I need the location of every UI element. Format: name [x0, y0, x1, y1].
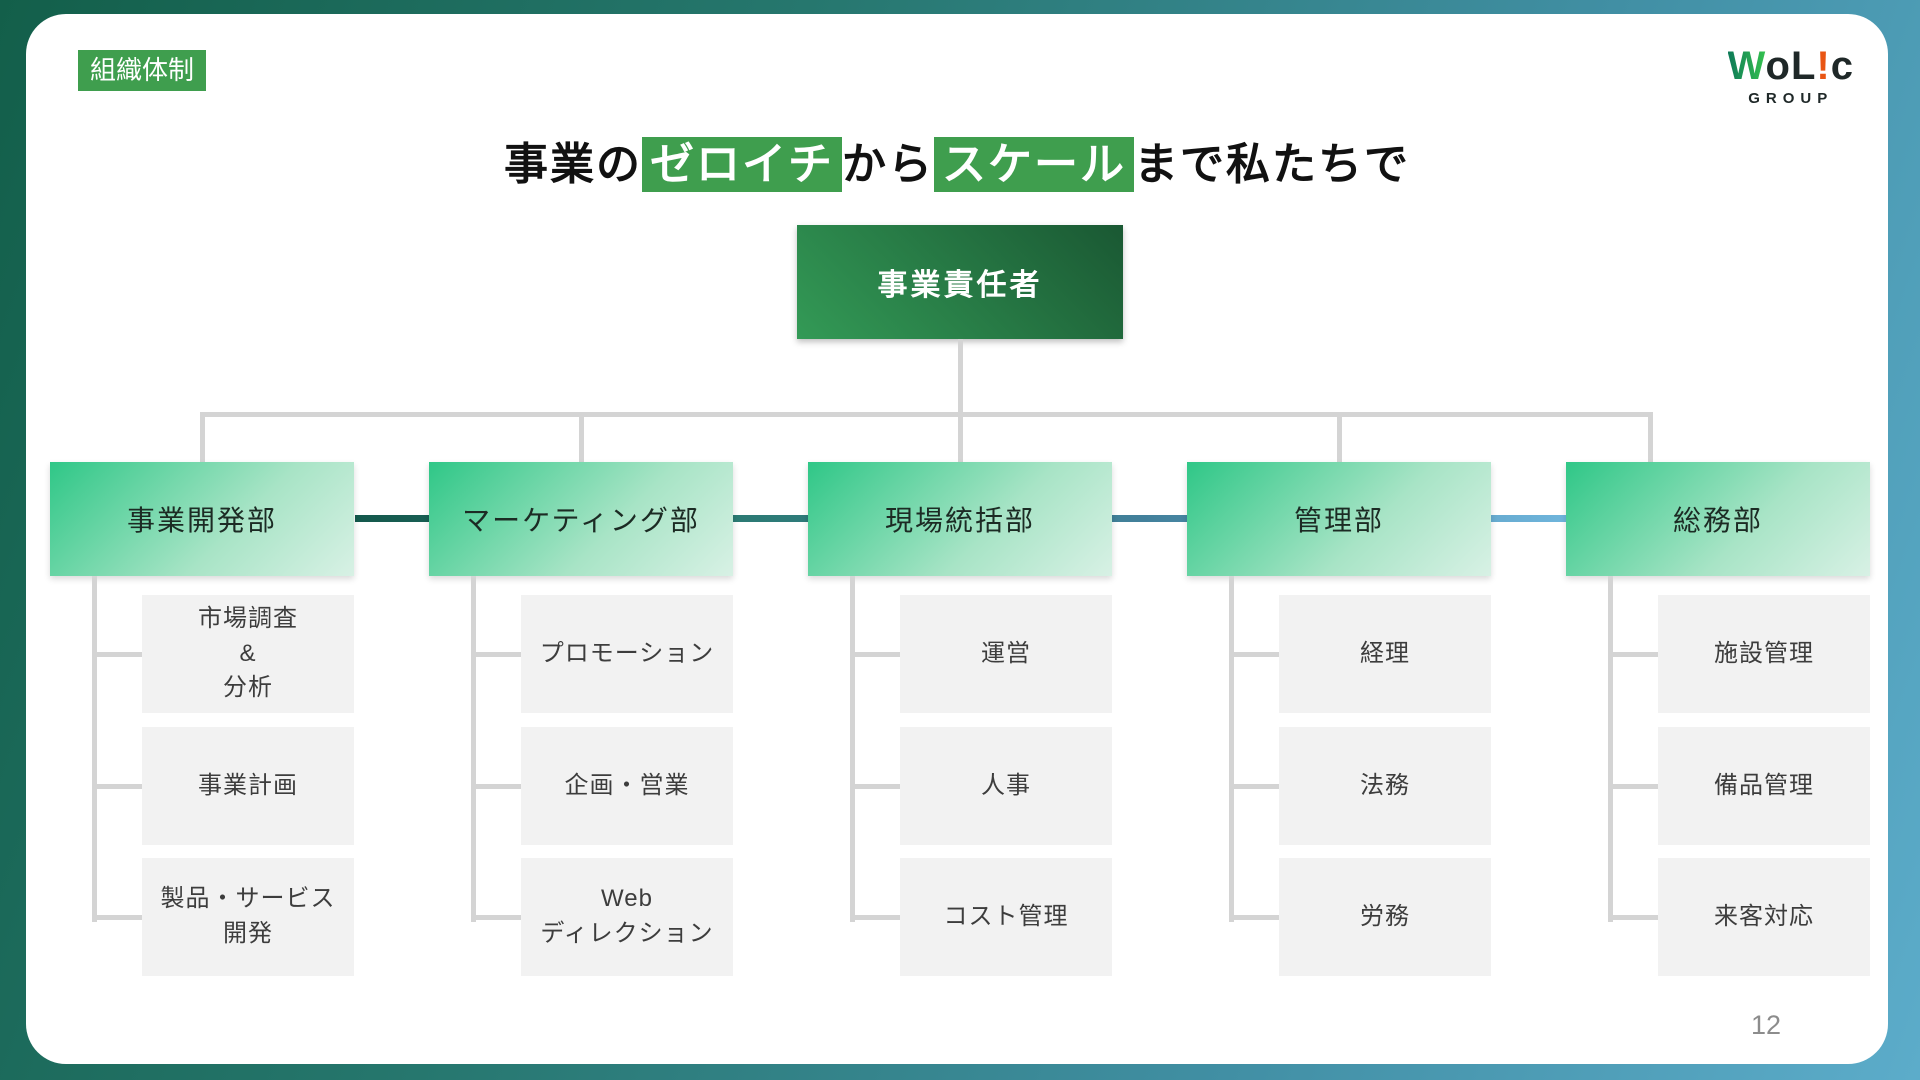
sub-unit-box: Web ディレクション [521, 858, 733, 976]
sub-unit-box: 備品管理 [1658, 727, 1870, 845]
logo-group-text: GROUP [1748, 90, 1834, 107]
dept-column-administration: 管理部 経理 法務 労務 [1187, 412, 1491, 1042]
connector-column-vertical [850, 576, 855, 922]
connector-drop [958, 412, 963, 462]
logo-letter-c: c [1830, 44, 1854, 88]
connector-stub [1231, 915, 1279, 920]
sub-unit-label: コスト管理 [943, 902, 1069, 930]
logo-letter-w: W [1727, 44, 1766, 88]
connector-stub [852, 915, 900, 920]
sub-unit-label: 企画・営業 [564, 771, 690, 799]
connector-column-vertical [1608, 576, 1613, 922]
connector-stub [1231, 652, 1279, 657]
sub-unit-box: 施設管理 [1658, 595, 1870, 713]
sub-unit-label: 事業計画 [198, 771, 298, 799]
company-logo: WoL!c GROUP [1728, 44, 1854, 107]
connector-stub [473, 915, 521, 920]
title-segment-highlight: ゼロイチ [642, 137, 842, 192]
sub-unit-label: 経理 [1360, 639, 1410, 667]
slide-tag: 組織体制 [78, 50, 207, 92]
page-number: 12 [1750, 1010, 1782, 1040]
connector-stub [1610, 915, 1658, 920]
sub-unit-label: Web ディレクション [540, 885, 714, 947]
sub-unit-label: 来客対応 [1714, 902, 1814, 930]
connector-stub [473, 652, 521, 657]
sub-unit-box: 労務 [1279, 858, 1491, 976]
connector-stub [94, 652, 142, 657]
connector-column-vertical [92, 576, 97, 922]
dept-column-marketing: マーケティング部 プロモーション 企画・営業 Web ディレクション [429, 412, 733, 1042]
sub-unit-box: 運営 [900, 595, 1112, 713]
connector-drop [1337, 412, 1342, 462]
sub-unit-label: 運営 [981, 639, 1031, 667]
logo-wordmark: WoL!c [1728, 44, 1854, 88]
dept-box: マーケティング部 [429, 462, 733, 576]
sub-unit-label: プロモーション [539, 639, 715, 667]
title-segment: から [842, 140, 934, 189]
connector-stub [852, 784, 900, 789]
sub-unit-label: 施設管理 [1714, 639, 1814, 667]
sub-unit-box: 事業計画 [142, 727, 354, 845]
title-segment: 事業の [504, 140, 642, 189]
connector-drop [200, 412, 205, 462]
connector-stub [1231, 784, 1279, 789]
connector-drop [579, 412, 584, 462]
connector-main-horizontal [202, 412, 1652, 417]
sub-unit-label: 労務 [1360, 902, 1410, 930]
connector-root-vertical [958, 339, 963, 412]
slide: 組織体制 WoL!c GROUP 事業のゼロイチからスケールまで私たちで 事業責… [26, 14, 1888, 1064]
dept-box: 管理部 [1187, 462, 1491, 576]
dept-box: 事業開発部 [50, 462, 354, 576]
logo-letters-ol: oL [1765, 44, 1817, 88]
sub-unit-label: 法務 [1360, 771, 1410, 799]
sub-unit-label: 人事 [981, 771, 1031, 799]
dept-column-business-development: 事業開発部 市場調査 & 分析 事業計画 製品・サービス 開発 [50, 412, 354, 1042]
org-root-box: 事業責任者 [797, 225, 1123, 339]
sub-unit-box: 法務 [1279, 727, 1491, 845]
sub-unit-label: 製品・サービス 開発 [160, 885, 336, 947]
connector-stub [94, 915, 142, 920]
slide-title: 事業のゼロイチからスケールまで私たちで [26, 132, 1888, 198]
connector-stub [1610, 652, 1658, 657]
connector-stub [94, 784, 142, 789]
connector-stub [473, 784, 521, 789]
sub-unit-box: プロモーション [521, 595, 733, 713]
logo-exclamation: ! [1816, 44, 1831, 88]
sub-unit-box: 人事 [900, 727, 1112, 845]
dept-column-general-affairs: 総務部 施設管理 備品管理 来客対応 [1566, 412, 1870, 1042]
sub-unit-label: 市場調査 & 分析 [198, 604, 298, 702]
title-segment-highlight: スケール [934, 137, 1134, 192]
sub-unit-box: 来客対応 [1658, 858, 1870, 976]
sub-unit-box: 企画・営業 [521, 727, 733, 845]
connector-stub [852, 652, 900, 657]
sub-unit-box: 市場調査 & 分析 [142, 595, 354, 713]
sub-unit-box: 製品・サービス 開発 [142, 858, 354, 976]
title-segment: まで私たちで [1134, 140, 1410, 189]
sub-unit-box: コスト管理 [900, 858, 1112, 976]
dept-box: 現場統括部 [808, 462, 1112, 576]
sub-unit-box: 経理 [1279, 595, 1491, 713]
connector-column-vertical [471, 576, 476, 922]
dept-box: 総務部 [1566, 462, 1870, 576]
connector-column-vertical [1229, 576, 1234, 922]
connector-stub [1610, 784, 1658, 789]
connector-drop [1648, 412, 1653, 462]
dept-column-field-operations: 現場統括部 運営 人事 コスト管理 [808, 412, 1112, 1042]
sub-unit-label: 備品管理 [1714, 771, 1814, 799]
